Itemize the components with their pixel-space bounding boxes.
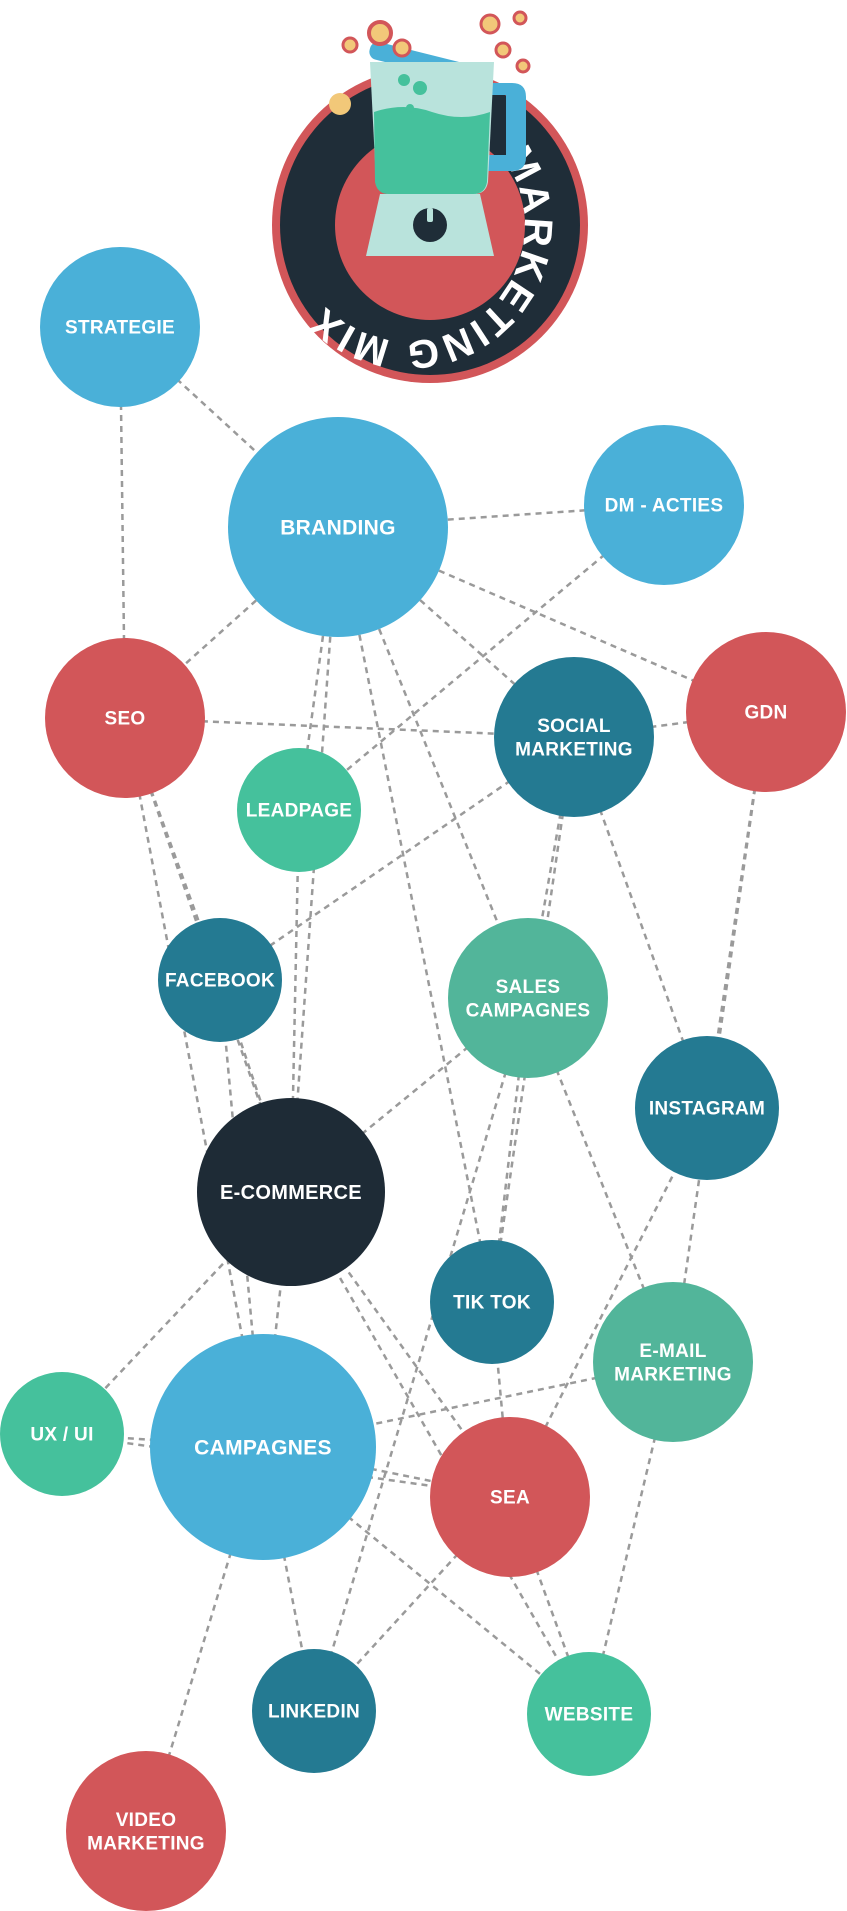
node-circle-ecommerce [197,1098,385,1286]
node-strategie: STRATEGIE [40,247,200,407]
node-circle-dm-acties [584,425,744,585]
node-label-sales: CAMPAGNES [466,1001,591,1022]
node-circle-instagram [635,1036,779,1180]
node-label-gdn: GDN [744,703,787,724]
node-circle-strategie [40,247,200,407]
node-campagnes: CAMPAGNES [150,1334,376,1560]
node-label-branding: BRANDING [280,516,396,539]
node-label-sea: SEA [490,1488,530,1509]
edge-sales-linkedin [312,997,530,1712]
node-circle-linkedin [252,1649,376,1773]
node-label-ecommerce: E-COMMERCE [220,1182,362,1204]
node-circle-leadpage [237,748,361,872]
node-sea: SEA [430,1417,590,1577]
node-circle-gdn [686,632,846,792]
node-leadpage: LEADPAGE [237,748,361,872]
node-gdn: GDN [686,632,846,792]
node-seo: SEO [45,638,205,798]
node-label-sales: SALES [496,977,561,998]
node-label-linkedin: LINKEDIN [268,1702,360,1723]
marketing-mix-logo: MARKETING MIX [272,10,588,383]
node-label-tiktok: TIK TOK [453,1293,531,1314]
node-website: WEBSITE [527,1652,651,1776]
node-circle-tiktok [430,1240,554,1364]
node-label-email: E-MAIL [639,1341,706,1362]
node-circle-campagnes [150,1334,376,1560]
node-label-instagram: INSTAGRAM [649,1099,765,1120]
node-circle-email [593,1282,753,1442]
node-branding: BRANDING [228,417,448,637]
node-social: SOCIAL MARKETING [494,657,654,817]
topic-nodes: STRATEGIE BRANDING DM - ACTIES SEO SOCIAL MAR… [0,247,846,1911]
node-dm-acties: DM - ACTIES [584,425,744,585]
node-label-video: VIDEO [116,1810,177,1831]
edge-social-tiktok [490,736,576,1303]
node-label-social: MARKETING [515,740,633,761]
node-circle-social [494,657,654,817]
node-video: VIDEO MARKETING [66,1751,226,1911]
node-email: E-MAIL MARKETING [593,1282,753,1442]
node-facebook: FACEBOOK [158,918,282,1042]
node-uxui: UX / UI [0,1372,124,1496]
node-label-leadpage: LEADPAGE [246,801,353,822]
node-circle-website [527,1652,651,1776]
blender-icon [329,10,531,256]
node-circle-uxui [0,1372,124,1496]
node-circle-branding [228,417,448,637]
node-circle-sales [448,918,608,1078]
node-label-website: WEBSITE [545,1705,634,1726]
node-ecommerce: E-COMMERCE [197,1098,385,1286]
node-sales: SALES CAMPAGNES [448,918,608,1078]
edge-gdn-email [671,711,768,1363]
node-label-social: SOCIAL [537,716,611,737]
edge-seo-campagnes [123,717,265,1448]
node-label-campagnes: CAMPAGNES [194,1436,332,1459]
edge-ecommerce-website [289,1191,591,1715]
node-tiktok: TIK TOK [430,1240,554,1364]
node-label-dm-acties: DM - ACTIES [605,496,724,517]
node-linkedin: LINKEDIN [252,1649,376,1773]
node-circle-facebook [158,918,282,1042]
node-label-seo: SEO [104,709,145,730]
edge-branding-social [337,526,575,738]
node-circle-seo [45,638,205,798]
node-label-facebook: FACEBOOK [165,971,275,992]
edge-branding-sales [336,526,530,999]
edge-leadpage-ecommerce [289,809,301,1193]
node-label-uxui: UX / UI [30,1425,93,1446]
node-label-email: MARKETING [614,1365,732,1386]
node-label-strategie: STRATEGIE [65,318,175,339]
node-label-video: MARKETING [87,1834,205,1855]
node-circle-sea [430,1417,590,1577]
node-instagram: INSTAGRAM [635,1036,779,1180]
node-circle-video [66,1751,226,1911]
